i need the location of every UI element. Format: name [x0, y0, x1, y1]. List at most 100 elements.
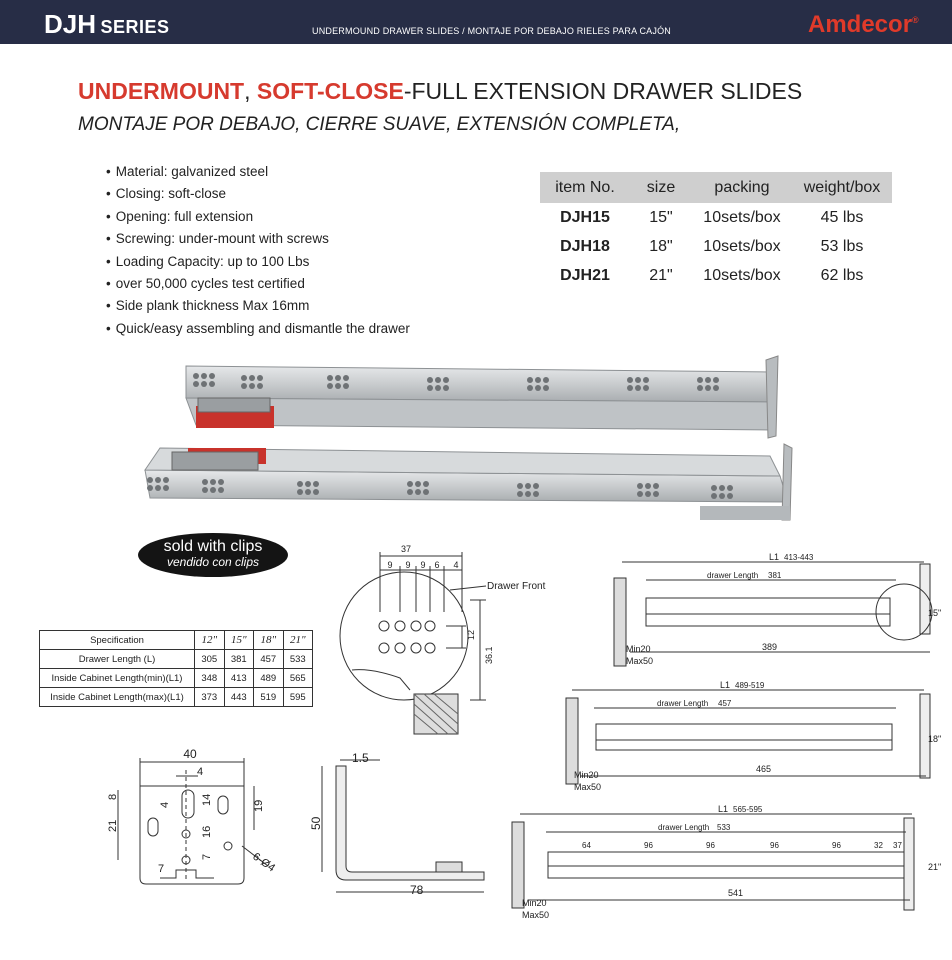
rail-hole [645, 491, 651, 497]
rail-hole [435, 377, 441, 383]
min-label: Min20 [574, 770, 599, 780]
rail-hole [711, 485, 717, 491]
dim-14: 14 [201, 794, 213, 806]
rail-hole [202, 487, 208, 493]
hole-detail-drawing: 37 9 9 9 6 4 Drawer Front 12 36.1 [339, 544, 546, 735]
rail-hole [527, 377, 533, 383]
rail-hole [643, 385, 649, 391]
rail-hole [627, 385, 633, 391]
l1-label: L1 [718, 804, 728, 814]
page-title-spanish: MONTAJE POR DEBAJO, CIERRE SUAVE, EXTENS… [78, 114, 681, 135]
rail-hole [527, 385, 533, 391]
rail-hole [543, 385, 549, 391]
rail-hole [241, 383, 247, 389]
rail-hole [543, 377, 549, 383]
lower-slide-rail [144, 443, 793, 521]
max-label: Max50 [574, 782, 601, 792]
install-diagram-18: L1 489-519 drawer Length 457 465 18" Min… [565, 680, 941, 792]
rail-hole [697, 377, 703, 383]
l1-range: 489-519 [735, 681, 765, 690]
rail-hole [637, 483, 643, 489]
series-word: SERIES [100, 17, 170, 37]
cell-item: DJH21 [560, 266, 610, 284]
rail-hole [427, 385, 433, 391]
rail-hole [719, 493, 725, 499]
rail-hole [533, 491, 539, 497]
col-packing: packing [692, 172, 792, 203]
clips-en: sold with clips [163, 538, 263, 555]
drawer-length-value: 533 [717, 823, 731, 832]
page-title: UNDERMOUNT, SOFT-CLOSE-FULL EXTENSION DR… [78, 78, 802, 105]
size-label: 15" [928, 608, 941, 618]
feature-item: over 50,000 cycles test certified [106, 274, 410, 296]
rail-hole [147, 477, 153, 483]
cell-packing: 10sets/box [703, 237, 781, 255]
feature-list: Material: galvanized steel Closing: soft… [106, 162, 410, 341]
rail-hole [427, 377, 433, 383]
min-label: Min20 [626, 644, 651, 654]
rail-hole [653, 483, 659, 489]
rail-hole [407, 481, 413, 487]
rail-hole [415, 489, 421, 495]
dim-8: 8 [107, 794, 119, 800]
drawer-length-value: 457 [718, 699, 732, 708]
rail-hole [525, 483, 531, 489]
item-table: item No. size packing weight/box DJH15 1… [540, 172, 892, 290]
cell-size: 18" [649, 237, 673, 255]
table-row: Inside Cabinet Length(max)(L1) 373 443 5… [39, 687, 313, 707]
dim-78: 78 [410, 883, 424, 897]
rail-hole [697, 385, 703, 391]
item-table-header: item No. size packing weight/box [540, 172, 892, 203]
rail-hole [435, 385, 441, 391]
rail-hole [535, 377, 541, 383]
rail-hole [163, 485, 169, 491]
rail-hole [343, 383, 349, 389]
title-rest: -FULL EXTENSION DRAWER SLIDES [403, 78, 803, 104]
rail-hole [727, 485, 733, 491]
dim-12: 12 [466, 630, 476, 640]
rail-hole [249, 383, 255, 389]
rail-hole [423, 489, 429, 495]
rail-hole [163, 477, 169, 483]
spec-header: Specification 12" 15" 18" 21" [39, 630, 313, 650]
cell-item: DJH15 [560, 208, 610, 226]
feature-item: Opening: full extension [106, 207, 410, 229]
spec-table: Specification 12" 15" 18" 21" Drawer Len… [39, 630, 313, 707]
rail-hole [415, 481, 421, 487]
spec-value: 443 [223, 687, 254, 707]
rail-hole [201, 381, 207, 387]
rail-hole [201, 373, 207, 379]
l1-range: 413-443 [784, 553, 814, 562]
clips-badge: sold with clips vendido con clips [138, 533, 288, 577]
rail-hole [241, 375, 247, 381]
rail-hole [210, 479, 216, 485]
install-diagram-21: L1 565-595 drawer Length 533 64 96 96 96… [511, 804, 941, 920]
table-row: Inside Cabinet Length(min)(L1) 348 413 4… [39, 668, 313, 688]
dim-4: 4 [197, 766, 203, 778]
rail-hole [637, 491, 643, 497]
spacing: 96 [832, 841, 841, 850]
rail-hole [193, 381, 199, 387]
drawer-length-label: drawer Length [657, 699, 708, 708]
dim-spacing: 9 [387, 560, 392, 570]
title-undermount: UNDERMOUNT [78, 78, 245, 104]
col-item-no: item No. [540, 172, 630, 203]
spacing: 96 [706, 841, 715, 850]
header-bar: DJH SERIES UNDERMOUND DRAWER SLIDES / MO… [0, 0, 952, 44]
cell-weight: 53 lbs [820, 237, 864, 255]
dim-19: 19 [253, 800, 265, 812]
max-label: Max50 [626, 656, 653, 666]
col-weight: weight/box [792, 172, 892, 203]
dim-40: 40 [183, 747, 197, 761]
rail-hole [443, 385, 449, 391]
dim-1-5: 1.5 [352, 751, 369, 765]
spacing: 96 [644, 841, 653, 850]
cell-packing: 10sets/box [703, 266, 781, 284]
rail-hole [249, 375, 255, 381]
feature-item: Side plank thickness Max 16mm [106, 296, 410, 318]
cell-weight: 62 lbs [820, 266, 864, 284]
header-subtitle: UNDERMOUND DRAWER SLIDES / MONTAJE POR D… [312, 26, 671, 36]
l1-label: L1 [720, 680, 730, 690]
spacing: 96 [770, 841, 779, 850]
